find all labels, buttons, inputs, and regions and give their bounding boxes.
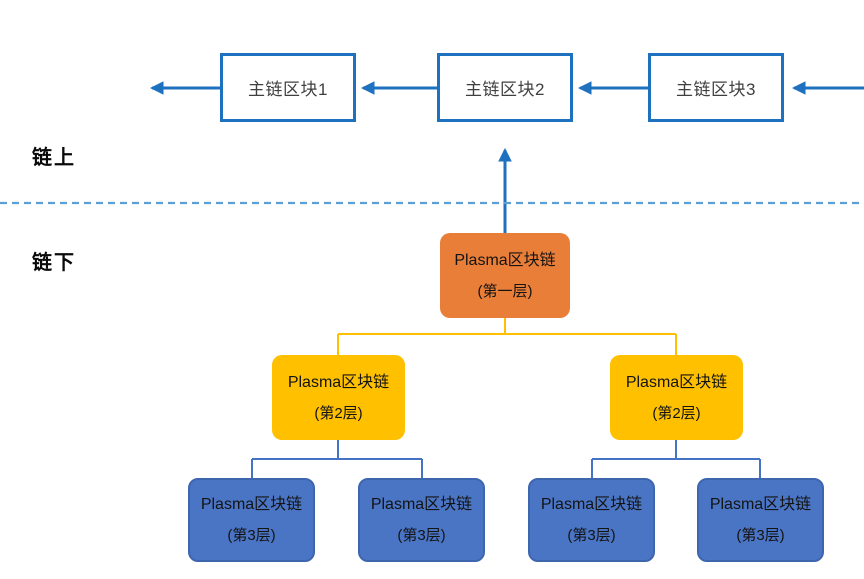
main-chain-block-3: 主链区块3: [648, 53, 784, 122]
plasma-layer1-title: Plasma区块链: [454, 251, 556, 269]
connector-layer2b-layer3: [591, 440, 761, 478]
plasma-node-layer1: Plasma区块链 (第一层): [440, 233, 570, 318]
plasma-layer3-4-subtitle: (第3层): [736, 527, 785, 544]
plasma-layer3-2-subtitle: (第3层): [397, 527, 446, 544]
connector-layer2a-layer3: [251, 440, 423, 478]
main-chain-block-3-label: 主链区块3: [676, 80, 756, 99]
plasma-layer3-4-title: Plasma区块链: [709, 496, 812, 513]
plasma-node-layer3-4: Plasma区块链 (第3层): [697, 478, 824, 562]
plasma-node-layer2-right: Plasma区块链 (第2层): [610, 355, 743, 440]
main-chain-block-2: 主链区块2: [437, 53, 573, 122]
main-chain-block-1-label: 主链区块1: [248, 80, 328, 99]
plasma-layer2-left-title: Plasma区块链: [287, 373, 390, 391]
plasma-layer2-left-subtitle: (第2层): [314, 404, 363, 422]
connector-layer1-layer2: [337, 318, 677, 355]
plasma-layer3-3-title: Plasma区块链: [540, 496, 643, 513]
plasma-node-layer3-2: Plasma区块链 (第3层): [358, 478, 485, 562]
plasma-layer3-2-title: Plasma区块链: [370, 496, 473, 513]
plasma-layer2-right-subtitle: (第2层): [652, 404, 701, 422]
plasma-layer3-3-subtitle: (第3层): [567, 527, 616, 544]
on-chain-label: 链上: [32, 147, 76, 169]
plasma-layer3-1-title: Plasma区块链: [200, 496, 303, 513]
plasma-layer1-subtitle: (第一层): [477, 282, 533, 300]
plasma-node-layer2-left: Plasma区块链 (第2层): [272, 355, 405, 440]
main-chain-block-1: 主链区块1: [220, 53, 356, 122]
plasma-node-layer3-3: Plasma区块链 (第3层): [528, 478, 655, 562]
plasma-node-layer3-1: Plasma区块链 (第3层): [188, 478, 315, 562]
off-chain-label: 链下: [32, 252, 76, 274]
plasma-layer2-right-title: Plasma区块链: [625, 373, 728, 391]
plasma-layer3-1-subtitle: (第3层): [227, 527, 276, 544]
main-chain-block-2-label: 主链区块2: [465, 80, 545, 99]
